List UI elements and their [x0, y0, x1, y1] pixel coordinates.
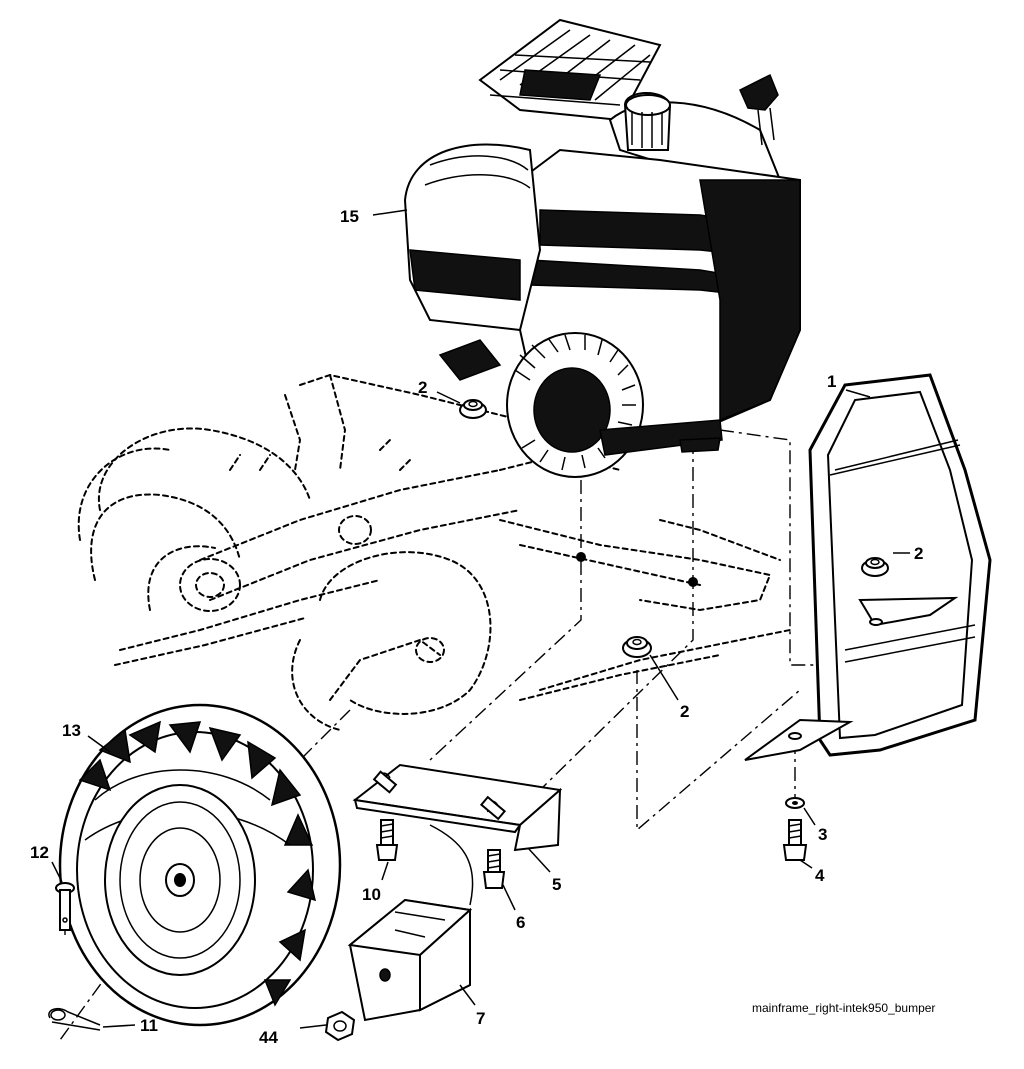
hairpin-clip [48, 1007, 101, 1031]
weight [347, 824, 474, 1022]
leader-lines [51, 209, 910, 1029]
bumper [744, 373, 992, 761]
callout-15: 15 [340, 207, 359, 226]
callout-6: 6 [516, 913, 525, 932]
hex-bolt-4 [782, 819, 808, 861]
callout-10: 10 [362, 885, 381, 904]
callout-4: 4 [815, 866, 825, 885]
callout-11: 11 [140, 1016, 158, 1035]
callout-12: 12 [30, 843, 49, 862]
tine-assembly-phantom [77, 373, 791, 731]
washer [785, 797, 805, 809]
callout-5: 5 [552, 875, 561, 894]
flange-nut-upper [459, 399, 487, 419]
figure-caption: mainframe_right-intek950_bumper [752, 1001, 935, 1015]
engine [403, 18, 801, 478]
callout-1: 1 [827, 372, 836, 391]
hex-bolt-6 [482, 849, 506, 889]
hex-bolt-10 [375, 819, 399, 861]
callout-2-lower: 2 [680, 702, 689, 721]
callout-13: 13 [62, 721, 81, 740]
callout-2-right: 2 [914, 544, 923, 563]
wheel-tire [58, 703, 342, 1027]
clevis-pin [55, 882, 75, 931]
lock-nut [324, 1010, 356, 1042]
flange-nut-lower [622, 636, 652, 658]
weight-bracket [352, 763, 563, 852]
callout-7: 7 [476, 1009, 485, 1028]
callout-44: 44 [259, 1028, 278, 1047]
callout-3: 3 [818, 825, 827, 844]
flange-nut-right [861, 557, 889, 577]
callout-2-upper: 2 [418, 378, 427, 397]
